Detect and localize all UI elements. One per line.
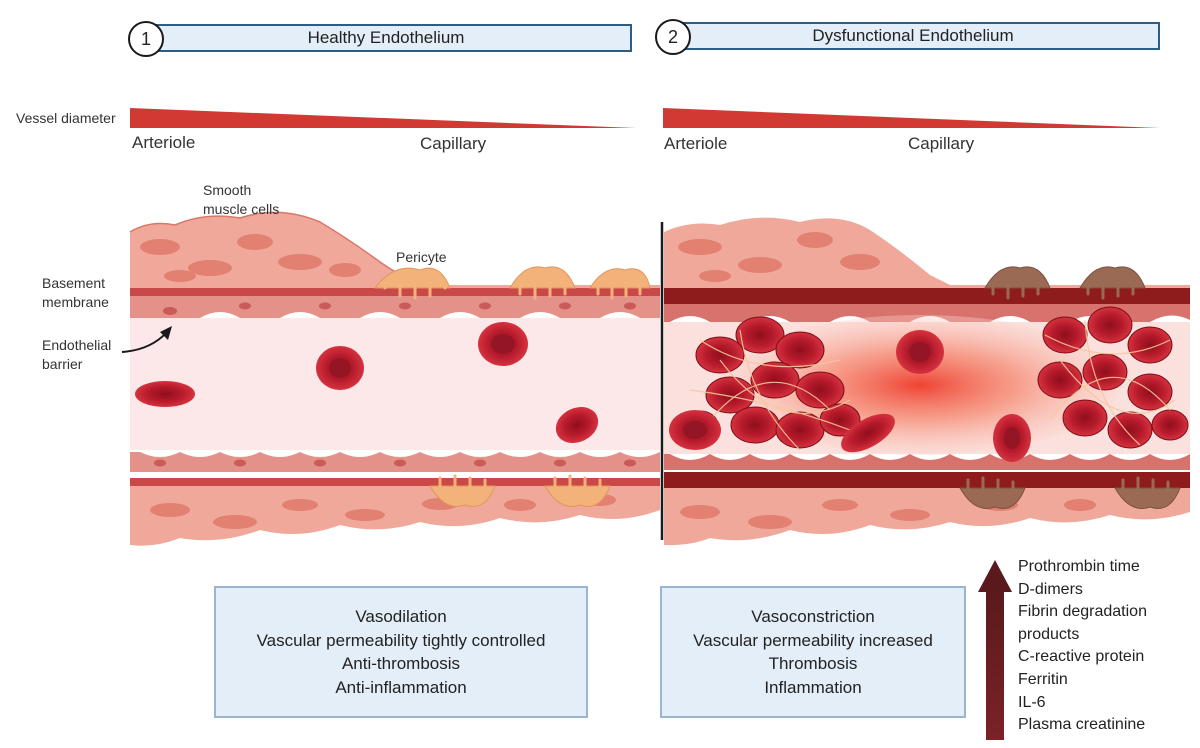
panel-1-title: Healthy Endothelium: [307, 28, 465, 47]
biomarker-list: Prothrombin time D-dimers Fibrin degrada…: [1018, 556, 1147, 737]
panel-2-number-badge: 2: [655, 19, 691, 55]
biomarker-item: Ferritin: [1018, 670, 1068, 688]
vessel-diameter-label: Vessel diameter: [16, 110, 116, 126]
biomarker-item: Plasma creatinine: [1018, 716, 1146, 734]
diameter-wedge-1: [130, 108, 636, 128]
barrier-pointer-arrow: [121, 332, 167, 353]
panel-2-title: Dysfunctional Endothelium: [812, 26, 1014, 45]
capillary-label-2: Capillary: [908, 134, 975, 153]
pericyte-label: Pericyte: [396, 249, 447, 265]
arteriole-label-2: Arteriole: [664, 134, 728, 153]
biomarker-item: IL-6: [1018, 693, 1046, 711]
capillary-label-1: Capillary: [420, 134, 487, 153]
panel-2-header: Dysfunctional Endothelium: [666, 22, 1160, 50]
biomarker-item: D-dimers: [1018, 580, 1083, 598]
panel-1-header: Healthy Endothelium: [140, 24, 632, 52]
healthy-summary-box: Vasodilation Vascular permeability tight…: [214, 586, 588, 718]
biomarker-item: Fibrin degradation: [1018, 603, 1147, 621]
thrombus-left: [681, 316, 861, 451]
healthy-vessel: [121, 211, 660, 546]
diameter-wedge-2: [663, 108, 1160, 128]
smooth-muscle-label: Smooth muscle cells: [203, 182, 280, 217]
biomarker-item: Prothrombin time: [1018, 558, 1140, 575]
arteriole-label-1: Arteriole: [132, 133, 196, 152]
biomarker-item: C-reactive protein: [1018, 648, 1145, 666]
endothelial-barrier-label: Endothelial barrier: [42, 337, 112, 372]
thrombus-right: [1037, 306, 1189, 449]
dysfunctional-vessel: [664, 217, 1190, 546]
basement-membrane-label: Basement membrane: [42, 275, 109, 310]
dysfunctional-summary-box: Vasoconstriction Vascular permeability i…: [660, 586, 966, 718]
biomarker-up-arrow: [978, 560, 1012, 740]
panel-1-number-badge: 1: [128, 21, 164, 57]
biomarker-item: products: [1018, 625, 1080, 643]
